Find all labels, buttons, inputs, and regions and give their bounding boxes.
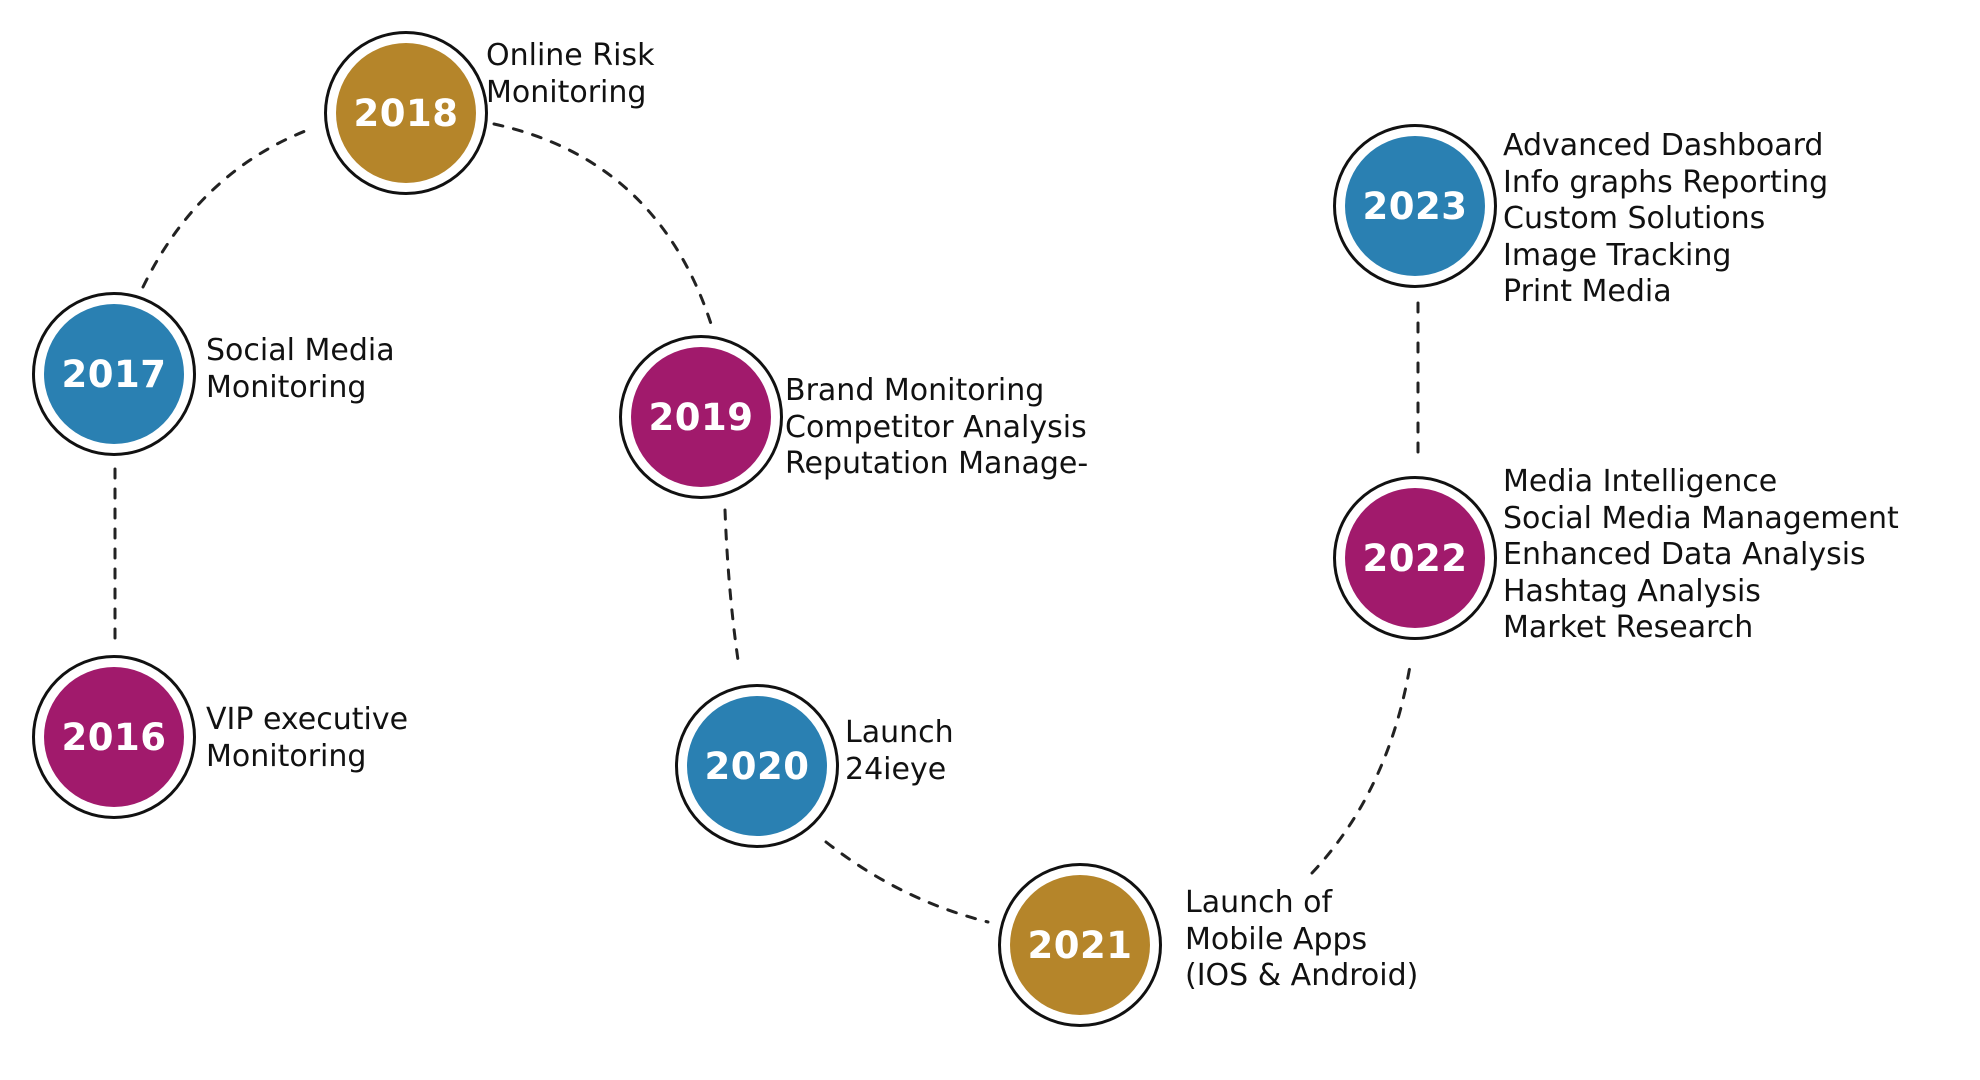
connector-2020-2021 (824, 840, 990, 924)
description-line: Info graphs Reporting (1503, 164, 1829, 200)
milestone-node-2023: 2023 (1333, 124, 1497, 288)
description-line: (IOS & Android) (1185, 958, 1419, 993)
year-label: 2022 (1362, 536, 1468, 580)
description-line: Reputation Manage- (785, 446, 1089, 481)
milestone-node-2019: 2019 (619, 335, 783, 499)
description-line: Advanced Dashboard (1503, 128, 1824, 163)
milestone-description-2023: Advanced Dashboard Info graphs Reporting… (1503, 128, 1828, 311)
year-disc: 2018 (336, 43, 476, 183)
milestone-description-2017: Social Media Monitoring (206, 333, 395, 406)
milestone-description-2018: Online Risk Monitoring (486, 38, 655, 111)
milestone-description-2016: VIP executive Monitoring (206, 702, 408, 775)
milestone-description-2021: Launch of Mobile Apps (IOS & Android) (1185, 885, 1418, 995)
milestone-node-2016: 2016 (32, 655, 196, 819)
connector-2019-2020 (723, 508, 740, 662)
milestone-node-2018: 2018 (324, 31, 488, 195)
description-line: Mobile Apps (1185, 921, 1368, 957)
year-label: 2018 (353, 91, 459, 135)
connector-2021-2022 (1310, 658, 1413, 875)
description-line: Competitor Analysis (785, 409, 1087, 445)
description-line: Social Media (206, 333, 395, 368)
milestone-node-2020: 2020 (675, 684, 839, 848)
description-line: Social Media Management (1503, 500, 1899, 536)
year-label: 2020 (704, 744, 810, 788)
description-line: Enhanced Data Analysis (1503, 537, 1866, 572)
description-line: Print Media (1503, 274, 1672, 309)
description-line: Monitoring (206, 738, 367, 774)
milestone-description-2019: Brand Monitoring Competitor Analysis Rep… (785, 373, 1088, 483)
description-line: VIP executive (206, 702, 409, 737)
milestone-description-2022: Media Intelligence Social Media Manageme… (1503, 464, 1899, 647)
description-line: Monitoring (486, 74, 647, 110)
year-disc: 2020 (687, 696, 827, 836)
year-label: 2017 (61, 352, 167, 396)
milestone-node-2017: 2017 (32, 292, 196, 456)
connector-2017-2018 (141, 126, 315, 289)
milestone-node-2022: 2022 (1333, 476, 1497, 640)
year-disc: 2016 (44, 667, 184, 807)
year-disc: 2019 (631, 347, 771, 487)
description-line: Brand Monitoring (785, 373, 1045, 408)
description-line: Market Research (1503, 610, 1754, 645)
description-line: Launch of (1185, 885, 1333, 920)
description-line: Media Intelligence (1503, 464, 1778, 499)
year-label: 2021 (1027, 923, 1133, 967)
connector-2018-2019 (492, 122, 715, 332)
description-line: 24ieye (845, 751, 947, 787)
year-label: 2019 (648, 395, 754, 439)
year-label: 2023 (1362, 184, 1468, 228)
milestone-description-2020: Launch 24ieye (845, 715, 954, 788)
description-line: Online Risk (486, 38, 655, 73)
year-label: 2016 (61, 715, 167, 759)
milestone-node-2021: 2021 (998, 863, 1162, 1027)
description-line: Image Tracking (1503, 237, 1732, 273)
description-line: Custom Solutions (1503, 201, 1766, 236)
year-disc: 2023 (1345, 136, 1485, 276)
year-disc: 2021 (1010, 875, 1150, 1015)
description-line: Launch (845, 715, 954, 750)
description-line: Hashtag Analysis (1503, 573, 1761, 609)
description-line: Monitoring (206, 369, 367, 405)
year-disc: 2017 (44, 304, 184, 444)
year-disc: 2022 (1345, 488, 1485, 628)
